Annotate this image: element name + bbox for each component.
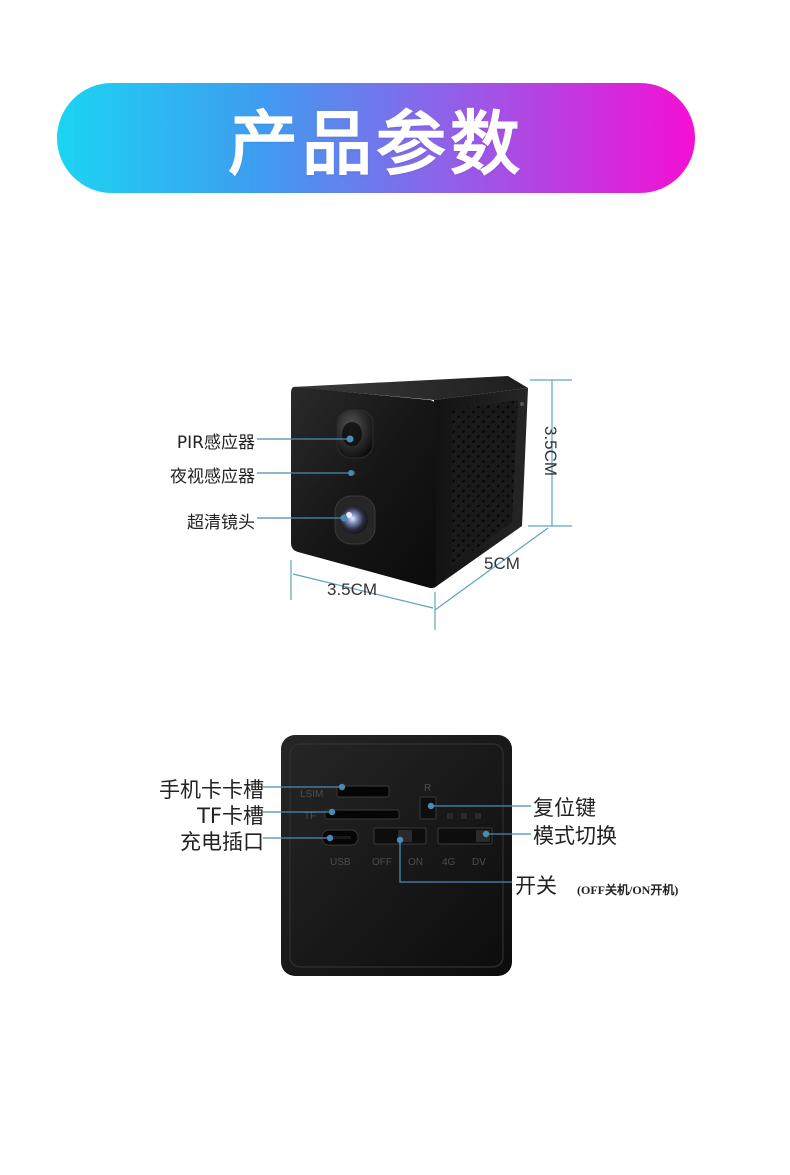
leader-dot-reset	[427, 802, 435, 810]
camera-front-view	[291, 376, 528, 589]
dimension-lines	[290, 379, 572, 630]
page-title: 产品参数	[228, 102, 524, 185]
port-mark-off: OFF	[372, 857, 392, 868]
indicator-led-1	[447, 813, 453, 819]
leader-dot-lens	[340, 514, 348, 522]
dimension-depth: 5CM	[484, 554, 520, 573]
usb-port-inner	[329, 836, 351, 839]
vent-grille	[452, 400, 518, 566]
dimension-width: 3.5CM	[327, 580, 378, 599]
label-night-vision-sensor: 夜视感应器	[170, 467, 255, 487]
label-mode-switch: 模式切换	[533, 824, 617, 848]
tf-card-slot	[324, 809, 400, 820]
leader-dot-tf	[328, 808, 336, 816]
leader-switch	[399, 840, 512, 883]
camera-top-face	[292, 376, 528, 400]
leader-dot-mode	[482, 830, 490, 838]
port-mark-r: R	[424, 783, 431, 794]
indicator-led-3	[475, 813, 481, 819]
label-tf-slot: TF卡槽	[197, 804, 264, 828]
leader-dot-pir	[346, 435, 354, 443]
sim-card-slot	[336, 785, 390, 798]
side-screw	[520, 402, 524, 406]
label-power-switch-note: (OFF关机/ON开机)	[577, 883, 679, 897]
leader-dot-charge	[326, 834, 334, 842]
port-mark-on: ON	[408, 857, 423, 868]
camera-back-view: LSIM TF USB OFF ON R 4G DV	[281, 735, 512, 976]
label-sim-slot: 手机卡卡槽	[159, 778, 264, 802]
port-mark-tf: TF	[304, 811, 316, 822]
header-banner: 产品参数	[57, 83, 695, 193]
label-reset-button: 复位键	[533, 796, 596, 820]
port-mark-4g: 4G	[442, 857, 456, 868]
pir-dome	[342, 422, 362, 446]
label-power-switch: 开关	[515, 874, 557, 898]
lens-highlight	[346, 512, 352, 518]
label-charge-port: 充电插口	[180, 830, 264, 854]
leader-dot-sim	[338, 783, 346, 791]
dimension-height: 3.5CM	[541, 426, 560, 477]
front-leader-lines	[257, 438, 351, 519]
label-pir-sensor: PIR感应器	[176, 433, 255, 453]
port-mark-usb: USB	[330, 857, 351, 868]
reset-button	[419, 796, 437, 820]
label-hd-lens: 超清镜头	[187, 513, 255, 533]
camera-front-face	[291, 386, 436, 589]
leader-dot-switch	[396, 836, 404, 844]
port-mark-sim: LSIM	[300, 789, 323, 800]
leader-dot-night	[348, 470, 354, 476]
indicator-led-2	[461, 813, 467, 819]
back-inner-border	[289, 743, 504, 968]
port-mark-dv: DV	[472, 857, 486, 868]
dim-depth-line	[434, 527, 549, 611]
back-leader-lines	[263, 786, 531, 883]
dim-width-line	[292, 573, 434, 609]
camera-back-face	[281, 735, 512, 976]
